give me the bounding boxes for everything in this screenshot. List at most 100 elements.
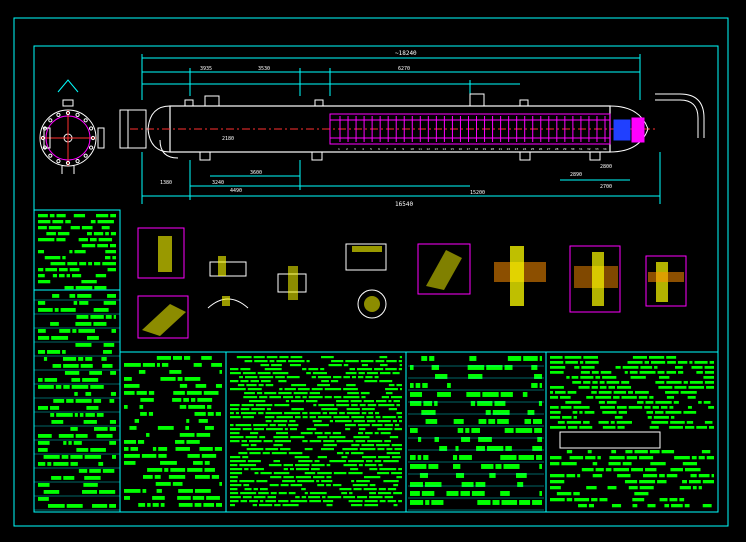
table-text-run — [252, 504, 257, 507]
table-text-run — [431, 365, 440, 370]
table-text-run — [522, 392, 528, 397]
table-text-run — [584, 411, 595, 414]
table-text-run — [193, 461, 203, 465]
bolt-hole — [42, 145, 48, 150]
table-text-run — [57, 232, 70, 236]
tray-number: 26 — [539, 147, 543, 151]
table-text-run — [585, 456, 596, 460]
table-text-run — [356, 480, 370, 483]
table-text-run — [383, 480, 399, 483]
table-text-run — [75, 322, 92, 326]
bolt-hole — [75, 112, 80, 118]
table-text-run — [105, 315, 112, 319]
table-text-run — [329, 436, 346, 439]
table-text-run — [170, 468, 186, 472]
tray-number: 7 — [386, 147, 388, 151]
table-text-run — [647, 504, 656, 508]
table-text-run — [295, 468, 310, 471]
table-text-run — [110, 232, 116, 236]
bolt-hole — [88, 145, 94, 150]
table-text-run — [282, 504, 299, 507]
table-text-run — [124, 440, 136, 444]
table-text-run — [421, 410, 436, 415]
table-text-run — [38, 274, 45, 278]
table-text-run — [691, 366, 703, 369]
table-text-run — [70, 226, 80, 230]
table-text-run — [655, 401, 672, 404]
tray-number: 29 — [563, 147, 567, 151]
table-text-run — [670, 468, 683, 472]
table-text-run — [38, 214, 48, 218]
table-text-run — [173, 356, 182, 360]
table-text-run — [598, 401, 605, 404]
table-text-run — [532, 446, 542, 451]
table-text-run — [550, 386, 564, 389]
table-text-run — [289, 468, 294, 471]
table-text-run — [302, 412, 308, 415]
table-text-run — [644, 361, 649, 364]
table-text-run — [610, 421, 615, 424]
table-text-run — [539, 491, 542, 496]
table-text-run — [260, 380, 271, 383]
table-text-run — [478, 419, 487, 424]
table-text-run — [94, 427, 108, 431]
table-text-run — [371, 424, 383, 427]
table-text-run — [256, 480, 268, 483]
table-text-run — [393, 492, 402, 495]
table-text-run — [573, 416, 577, 419]
table-text-run — [215, 384, 222, 388]
table-text-run — [230, 476, 238, 479]
table-text-run — [240, 500, 248, 503]
table-text-run — [648, 356, 665, 359]
table-text-run — [429, 356, 435, 361]
table-text-run — [399, 356, 402, 359]
table-text-run — [289, 420, 296, 423]
table-text-run — [417, 455, 422, 460]
table-text-run — [230, 484, 242, 487]
table-text-run — [85, 392, 92, 396]
table-text-run — [186, 440, 200, 444]
table-text-run — [396, 476, 402, 479]
table-text-run — [277, 424, 287, 427]
tray-number: 2 — [346, 147, 348, 151]
table-text-run — [289, 428, 297, 431]
table-text-run — [329, 460, 347, 463]
table-text-run — [573, 406, 590, 409]
table-text-run — [378, 464, 383, 467]
table-text-run — [434, 401, 438, 406]
dim-segment: 6270 — [398, 66, 410, 72]
table-text-run — [230, 416, 241, 419]
table-text-run — [689, 381, 703, 384]
table-text-run — [62, 350, 66, 354]
table-text-run — [348, 460, 364, 463]
table-text-run — [564, 356, 582, 359]
dim-lower: 2800 — [600, 164, 612, 170]
table-text-run — [660, 406, 668, 409]
table-text-run — [311, 468, 320, 471]
table-text-run — [274, 440, 292, 443]
table-text-run — [326, 484, 331, 487]
dim-lower: 4490 — [230, 188, 242, 194]
table-text-run — [550, 474, 565, 478]
table-text-run — [301, 488, 306, 491]
table-text-run — [101, 357, 107, 361]
table-text-run — [659, 376, 670, 379]
table-text-run — [515, 428, 533, 433]
table-text-run — [43, 357, 48, 361]
table-text-run — [247, 460, 261, 463]
table-text-run — [680, 391, 697, 394]
table-text-run — [280, 448, 291, 451]
table-text-run — [89, 469, 101, 473]
table-text-run — [581, 468, 594, 472]
table-text-run — [295, 396, 301, 399]
table-text-run — [592, 462, 598, 466]
table-text-run — [363, 488, 377, 491]
table-text-run — [294, 456, 310, 459]
table-text-run — [140, 412, 147, 416]
table-text-run — [504, 428, 514, 433]
table-text-run — [318, 404, 335, 407]
table-text-run — [93, 232, 104, 236]
table-text-run — [70, 462, 78, 466]
table-text-run — [308, 368, 319, 371]
table-text-run — [230, 408, 239, 411]
